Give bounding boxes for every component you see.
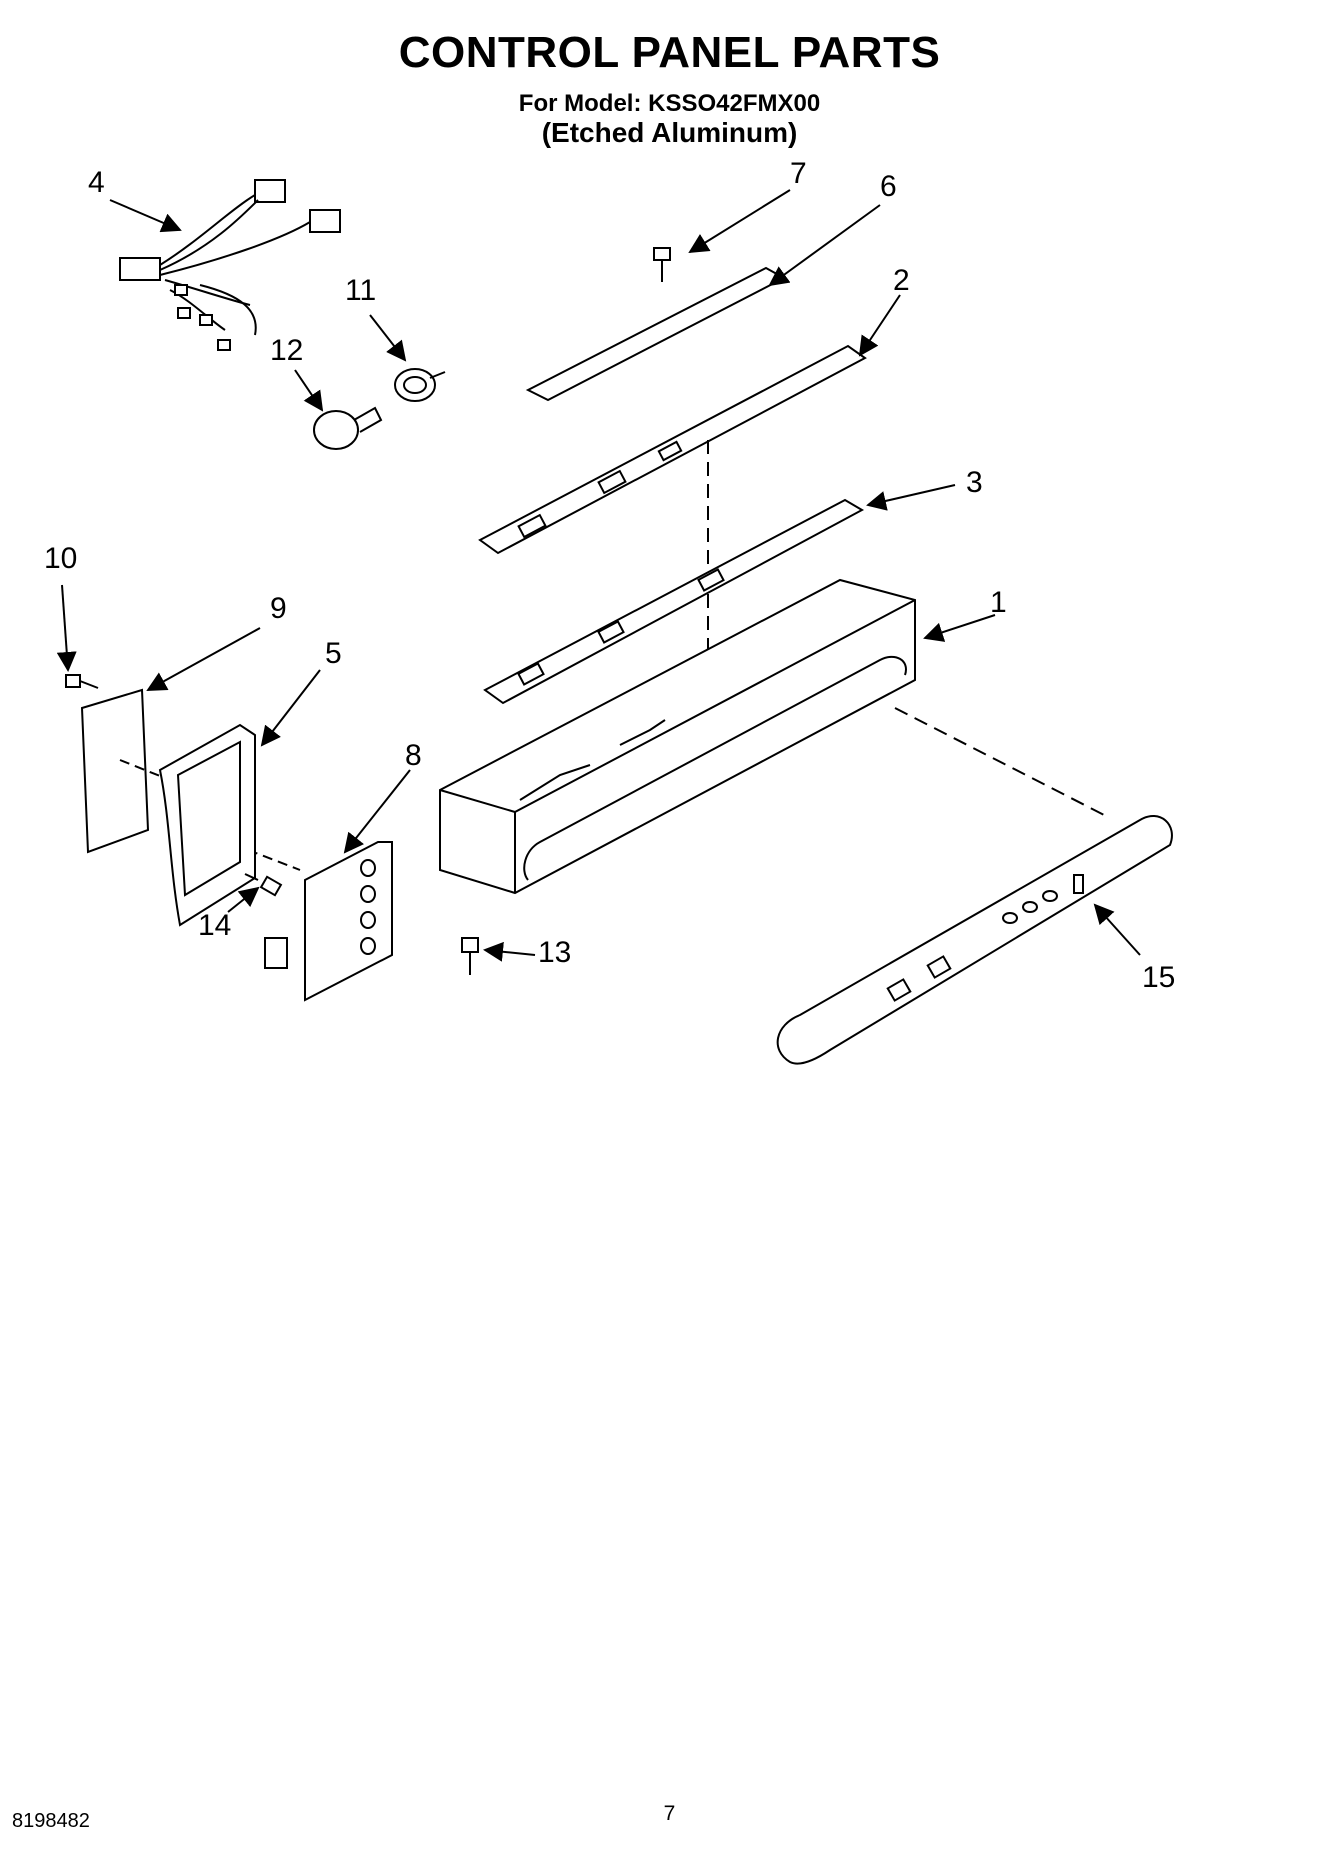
callout-8: 8 <box>405 739 422 772</box>
page-number: 7 <box>663 1802 676 1825</box>
callout-15: 15 <box>1142 961 1175 994</box>
callout-11: 11 <box>345 274 376 307</box>
screw-part-14 <box>244 873 283 897</box>
page-title: CONTROL PANEL PARTS <box>398 28 941 77</box>
finish-line: (Etched Aluminum) <box>541 117 798 148</box>
callout-12: 12 <box>270 334 303 367</box>
light-bulb-part <box>313 406 383 450</box>
side-board-part <box>80 688 150 854</box>
callout-13: 13 <box>538 936 571 969</box>
callout-10: 10 <box>44 542 77 575</box>
board-cover-part <box>525 266 787 402</box>
callout-5: 5 <box>325 637 342 670</box>
screw-part-10 <box>65 674 99 689</box>
control-board-part <box>478 344 867 555</box>
callout-7: 7 <box>790 157 807 190</box>
lamp-socket-part <box>394 368 446 402</box>
side-button-panel-part <box>264 841 393 1002</box>
model-line: For Model: KSSO42FMX00 <box>518 90 821 117</box>
screw-part-7 <box>653 247 671 282</box>
callout-3: 3 <box>966 466 983 499</box>
callout-4: 4 <box>88 166 105 199</box>
trim-panel-part <box>776 815 1173 1065</box>
callout-6: 6 <box>880 170 897 203</box>
control-housing-part <box>439 578 916 895</box>
membrane-part <box>483 498 865 705</box>
leader-arrows <box>56 189 1141 962</box>
document-number: 8198482 <box>12 1810 90 1832</box>
frame-part <box>158 723 256 927</box>
callout-1: 1 <box>990 586 1007 619</box>
screw-part-13 <box>461 937 479 975</box>
callout-2: 2 <box>893 264 910 297</box>
callout-14: 14 <box>198 909 231 942</box>
callout-9: 9 <box>270 592 287 625</box>
wire-harness-part <box>119 179 341 351</box>
